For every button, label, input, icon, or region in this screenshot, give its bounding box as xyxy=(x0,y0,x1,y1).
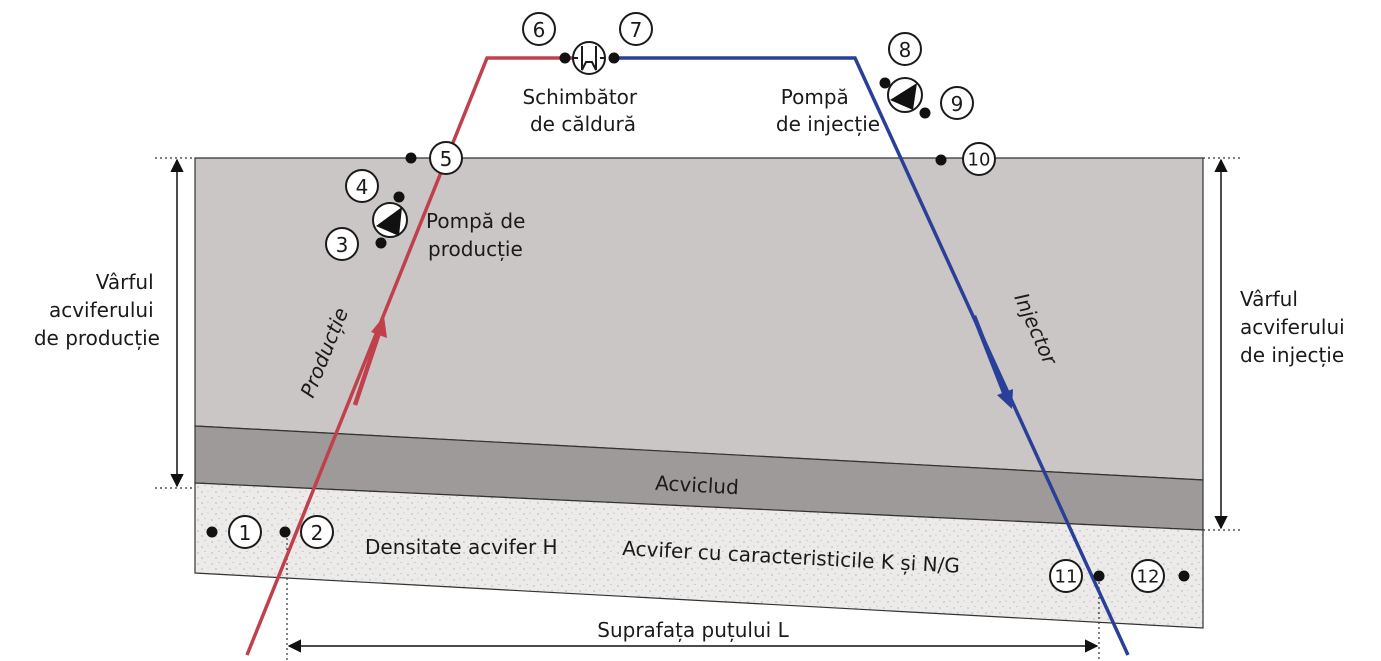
point-marker-3: 3 xyxy=(325,227,359,261)
svg-text:7: 7 xyxy=(630,18,643,42)
injection-pump-icon xyxy=(887,77,923,113)
point-marker-11: 11 xyxy=(1049,559,1083,593)
aquifer-layer xyxy=(194,482,1204,629)
heat-exchanger-icon xyxy=(572,41,606,75)
injection-top-dimension xyxy=(1203,157,1243,531)
point-marker-6: 6 xyxy=(522,12,556,46)
point-marker-12: 12 xyxy=(1131,559,1165,593)
point-marker-5: 5 xyxy=(429,141,463,175)
point-marker-10: 10 xyxy=(962,142,996,176)
production-top-dimension xyxy=(155,157,195,489)
svg-text:3: 3 xyxy=(336,233,349,257)
point-marker-7: 7 xyxy=(619,12,653,46)
svg-text:10: 10 xyxy=(968,150,991,171)
well-spacing-label: Suprafața puțului L xyxy=(597,618,789,642)
svg-text:6: 6 xyxy=(533,18,546,42)
injection-flow-arrow xyxy=(971,315,1013,409)
point-marker-9: 9 xyxy=(940,86,974,120)
production-pipe xyxy=(245,56,574,656)
injection-aquifer-top-label: Vârful acviferului de injecție xyxy=(1240,287,1351,367)
injection-pipe xyxy=(612,56,1130,656)
svg-text:9: 9 xyxy=(951,92,964,116)
production-flow-arrow xyxy=(352,316,387,406)
injection-pump-label: Pompă de injecție xyxy=(776,85,880,136)
measurement-dots xyxy=(206,52,1190,582)
point-marker-1: 1 xyxy=(228,515,262,549)
well-spacing-dimension: Suprafața puțului L xyxy=(286,533,1100,660)
svg-text:5: 5 xyxy=(440,147,453,171)
svg-text:8: 8 xyxy=(899,38,912,62)
svg-text:2: 2 xyxy=(311,521,324,545)
heat-exchanger-label: Schimbător de căldură xyxy=(522,85,643,136)
svg-text:4: 4 xyxy=(356,175,369,199)
svg-text:11: 11 xyxy=(1055,567,1078,588)
geology-layers xyxy=(194,157,1204,629)
aquifer-thickness-label: Densitate acvifer H xyxy=(365,535,558,559)
point-marker-4: 4 xyxy=(345,169,379,203)
production-pump-icon xyxy=(372,202,408,238)
production-pump-label: Pompă de producție xyxy=(426,209,532,261)
svg-text:12: 12 xyxy=(1137,567,1160,588)
aquiclude-label: Acviclud xyxy=(655,471,740,499)
svg-text:1: 1 xyxy=(239,521,252,545)
point-marker-2: 2 xyxy=(300,515,334,549)
production-aquifer-top-label: Vârful acviferului de producție xyxy=(34,270,160,350)
point-marker-8: 8 xyxy=(888,32,922,66)
